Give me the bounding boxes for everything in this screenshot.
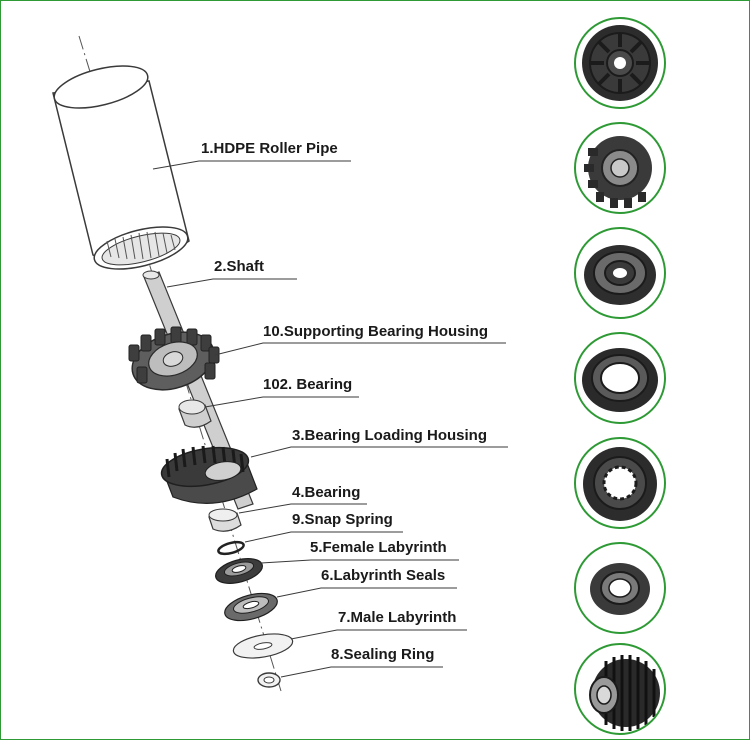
flat-seal-photo-icon [574, 542, 666, 634]
label-bearing-loading-housing: 3.Bearing Loading Housing [292, 427, 488, 444]
label-supporting-bearing-housing: 10.Supporting Bearing Housing [263, 323, 489, 340]
labyrinth-seal-photo-icon [574, 227, 666, 319]
roller-pipe-part [52, 65, 190, 270]
leader-line-shaft [166, 278, 297, 288]
seal-ring-photo-icon [574, 332, 666, 424]
leader-line-bearing-102 [204, 396, 359, 408]
leader-line-bearing-4 [238, 503, 367, 514]
leader-line-roller-pipe [152, 160, 351, 170]
end-cap-photo-icon [574, 17, 666, 109]
splined-housing-photo-icon [574, 437, 666, 529]
label-bearing-102: 102. Bearing [263, 376, 353, 393]
label-shaft: 2.Shaft [214, 258, 265, 275]
label-female-labyrinth: 5.Female Labyrinth [310, 539, 447, 556]
sealing-ring-part [257, 672, 281, 688]
label-hdpe-roller-pipe: 1.HDPE Roller Pipe [201, 140, 338, 157]
female-labyrinth-part [215, 558, 263, 584]
label-male-labyrinth: 7.Male Labyrinth [338, 609, 457, 626]
male-labyrinth-part [232, 633, 294, 659]
label-snap-spring: 9.Snap Spring [292, 511, 393, 528]
labyrinth-seals-part [224, 592, 278, 622]
bearing-102-part [178, 399, 212, 428]
label-labyrinth-seals: 6.Labyrinth Seals [321, 567, 446, 584]
finned-housing-photo-icon [574, 643, 666, 735]
leader-line-supporting-housing [214, 342, 506, 356]
leader-line-female-labyrinth [260, 559, 459, 564]
supporting-bearing-housing-part [128, 326, 220, 391]
label-sealing-ring: 8.Sealing Ring [331, 646, 435, 663]
bearing-loading-housing-part [160, 445, 258, 504]
leader-line-loading-housing [250, 446, 508, 458]
leader-line-male-labyrinth [290, 629, 467, 640]
label-bearing-4: 4.Bearing [292, 484, 361, 501]
leader-line-snap-spring [244, 531, 403, 543]
toothed-housing-photo-icon [574, 122, 666, 214]
snap-spring-part [217, 540, 245, 556]
leader-line-sealing-ring [280, 666, 443, 678]
bearing-4-part [208, 508, 242, 532]
leader-line-labyrinth-seals [276, 587, 457, 598]
